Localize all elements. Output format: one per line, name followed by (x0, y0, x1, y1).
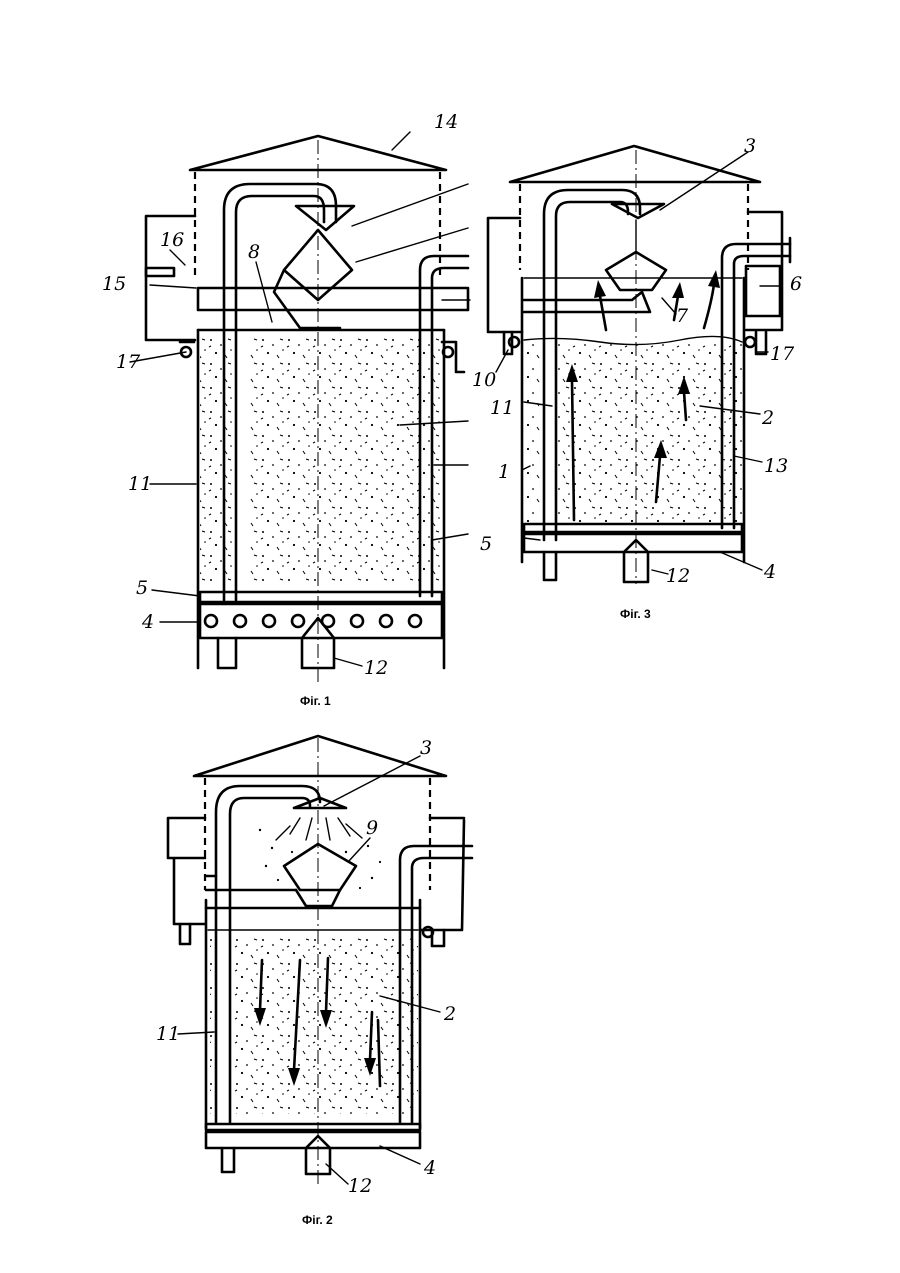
label-16-fig1: 16 (160, 229, 184, 251)
label-12-fig2: 12 (348, 1175, 372, 1197)
shelf-16-fig1 (146, 268, 174, 276)
figure-1: 14 16 8 15 17 11 5 4 12 Фіг. 1 (102, 111, 470, 708)
label-5-fig3: 5 (480, 533, 492, 555)
label-3-fig3: 3 (744, 135, 756, 157)
label-3-fig2: 3 (420, 737, 432, 759)
label-17-fig1: 17 (116, 351, 141, 373)
outlet-8-fig1 (274, 270, 340, 328)
label-14-fig1: 14 (434, 111, 458, 133)
label-13-fig3: 13 (764, 455, 788, 477)
roof-fig3 (510, 146, 760, 182)
label-9-fig2: 9 (366, 817, 378, 839)
label-17-fig3: 17 (770, 343, 795, 365)
figure-2: 3 9 2 11 12 4 Фіг. 2 (156, 736, 472, 1227)
platform-15-fig1 (198, 288, 468, 310)
label-4-fig3: 4 (763, 561, 776, 583)
label-11-fig3: 11 (490, 397, 514, 419)
label-5-fig1: 5 (136, 577, 148, 599)
lug-left-fig2 (180, 924, 190, 944)
leg-fig2 (222, 1148, 234, 1172)
leg-fig1 (218, 638, 236, 668)
caption-fig1: Фіг. 1 (300, 694, 331, 708)
caption-fig2: Фіг. 2 (302, 1213, 333, 1227)
leg-fig3 (544, 552, 556, 580)
roof-fig2 (194, 736, 446, 776)
label-2-fig3: 2 (761, 407, 774, 429)
trough-6-fig3 (746, 212, 782, 330)
lug-17-fig3 (745, 337, 755, 347)
label-4-fig2: 4 (423, 1157, 436, 1179)
label-10-fig3: 10 (472, 369, 496, 391)
label-8-fig1: 8 (248, 241, 260, 263)
label-12-fig3: 12 (666, 565, 690, 587)
trough-left-fig3 (488, 218, 522, 332)
figure-3: 3 6 7 10 17 11 2 1 13 5 12 4 Фіг. 3 (472, 135, 802, 621)
label-1-fig3: 1 (498, 461, 510, 483)
label-15-fig1: 15 (102, 273, 126, 295)
deflector-9-fig2 (284, 844, 356, 890)
lug-10-fig3 (509, 337, 519, 347)
label-2-fig2: 2 (443, 1003, 456, 1025)
label-4-fig1: 4 (141, 611, 154, 633)
nozzle-3-fig3 (612, 204, 664, 218)
label-6-fig3: 6 (790, 273, 802, 295)
grid-fig2 (206, 1124, 420, 1130)
spray-droplets-fig2 (259, 818, 381, 889)
label-11-fig2: 11 (156, 1023, 180, 1045)
granular-bed-2-fig2 (210, 936, 418, 1114)
trough-right-fig2 (420, 818, 464, 930)
label-12-fig1: 12 (364, 657, 388, 679)
caption-fig3: Фіг. 3 (620, 607, 651, 621)
label-7-fig3: 7 (676, 305, 689, 327)
trough-left-fig2 (168, 818, 205, 924)
label-11-fig1: 11 (128, 473, 152, 495)
chamber-6-fig3 (746, 266, 780, 316)
